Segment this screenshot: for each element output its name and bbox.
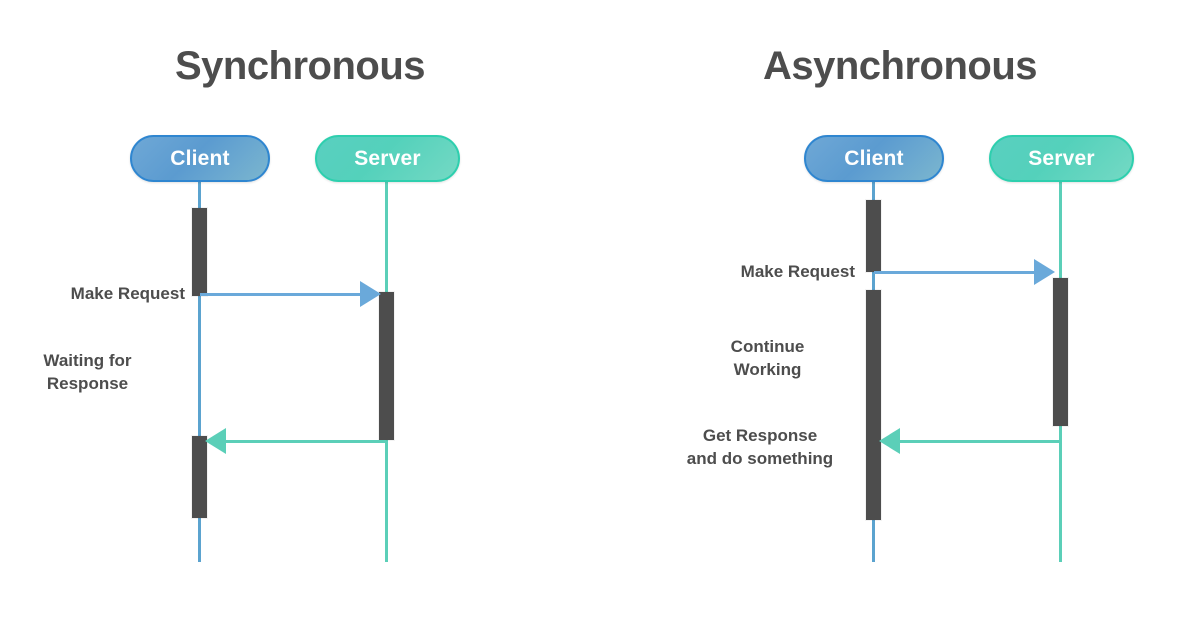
participant-client-label: Client xyxy=(170,146,230,170)
activation-bar-client-async-top xyxy=(866,200,881,272)
message-line-make-request-async xyxy=(874,271,1036,274)
message-line-make-request-sync xyxy=(200,293,362,296)
message-label-make-request-sync: Make Request xyxy=(70,284,185,303)
participant-server-label: Server xyxy=(1028,146,1095,170)
message-label-get-response-async: Get Response and do something xyxy=(686,426,834,468)
panel-title-asynchronous: Asynchronous xyxy=(762,44,1038,88)
activation-bar-server-sync xyxy=(379,292,394,440)
participant-client-label: Client xyxy=(844,146,904,170)
participant-server-async[interactable]: Server xyxy=(989,135,1134,182)
participant-server-sync[interactable]: Server xyxy=(315,135,460,182)
arrowhead-left-get-response-async xyxy=(879,428,900,454)
activation-bar-client-async-bottom xyxy=(866,290,881,520)
message-line-get-response-async xyxy=(894,440,1060,443)
arrowhead-left-response-sync xyxy=(205,428,226,454)
message-label-continue-working-async: Continue Working xyxy=(730,337,805,379)
participant-client-sync[interactable]: Client xyxy=(130,135,270,182)
activation-bar-client-sync-bottom xyxy=(192,436,207,518)
arrowhead-right-make-request-async xyxy=(1034,259,1055,285)
activation-bar-server-async xyxy=(1053,278,1068,426)
panel-synchronous: Synchronous Client Server Make Request W… xyxy=(43,44,460,562)
activation-bar-client-sync-top xyxy=(192,208,207,296)
participant-server-label: Server xyxy=(354,146,421,170)
participant-client-async[interactable]: Client xyxy=(804,135,944,182)
panel-title-synchronous: Synchronous xyxy=(174,44,426,88)
panel-asynchronous: Asynchronous Client Server Make Request … xyxy=(600,0,1200,644)
message-label-waiting-for-response-sync: Waiting for Response xyxy=(43,351,132,393)
lifeline-client-sync xyxy=(198,181,201,562)
message-line-response-sync xyxy=(220,440,386,443)
message-label-make-request-async: Make Request xyxy=(740,262,855,281)
arrowhead-right-make-request-sync xyxy=(360,281,381,307)
